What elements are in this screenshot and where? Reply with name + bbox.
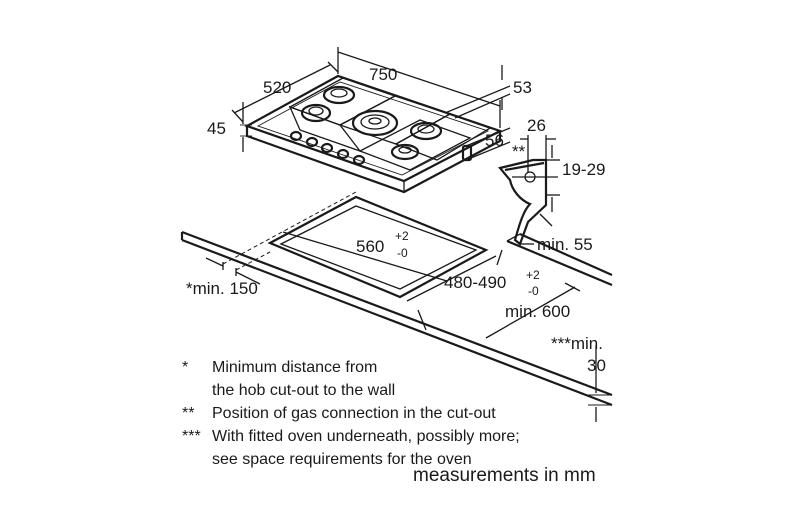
cutout-dimensions [282, 231, 612, 422]
footnote-mark: * [182, 359, 189, 376]
gas-marker: ** [512, 142, 526, 161]
dim-cutout-depth: 480-490 [444, 273, 506, 292]
dim-top-offset: 53 [513, 78, 532, 97]
footnote-mark [182, 379, 212, 402]
dim-cutout-depth-tol-plus: +2 [526, 268, 540, 282]
dim-cutout-depth-tol-minus: -0 [528, 284, 539, 298]
footnote-row: * Minimum distance from [182, 356, 520, 379]
hob [244, 74, 503, 194]
footnote-text: see space requirements for the oven [212, 451, 472, 468]
footnote-row: see space requirements for the oven [182, 448, 520, 471]
footnote-mark: ** [182, 405, 195, 422]
footnote-text: With fitted oven underneath, possibly mo… [212, 428, 520, 445]
footnote-mark [182, 448, 212, 471]
section-detail [498, 135, 560, 246]
footnote-text: Minimum distance from [212, 359, 378, 376]
dim-worktop-thickness: 19-29 [562, 160, 605, 179]
hob-dimensions [231, 47, 511, 161]
worktop [180, 191, 613, 407]
dimension-labels: 750 520 45 53 56 26 ** 19-29 560 +2 -0 4… [186, 65, 606, 375]
footnotes: * Minimum distance from the hob cut-out … [182, 356, 520, 471]
dim-width: 750 [369, 65, 397, 84]
dim-gas-height: 56 [485, 131, 504, 150]
dim-gas-offset: 26 [527, 116, 546, 135]
footnote-mark: *** [182, 428, 201, 445]
dim-height: 45 [207, 119, 226, 138]
dim-cutout-width: 560 [356, 237, 384, 256]
footnote-text: Position of gas connection in the cut-ou… [212, 405, 496, 422]
dim-min-edge: min. 55 [537, 235, 593, 254]
footnote-text: the hob cut-out to the wall [212, 382, 396, 399]
dim-min-oven-label: ***min. [551, 334, 603, 353]
dim-min-wall: *min. 150 [186, 279, 258, 298]
footnote-row: the hob cut-out to the wall [182, 379, 520, 402]
footnote-row: ** Position of gas connection in the cut… [182, 402, 520, 425]
units-label: measurements in mm [413, 465, 596, 486]
dim-min-worktop: min. 600 [505, 302, 570, 321]
dim-min-oven-value: 30 [587, 356, 606, 375]
dim-cutout-width-tol-minus: -0 [397, 246, 408, 260]
dim-cutout-width-tol-plus: +2 [395, 229, 409, 243]
footnote-row: *** With fitted oven underneath, possibl… [182, 425, 520, 448]
dim-depth: 520 [263, 78, 291, 97]
